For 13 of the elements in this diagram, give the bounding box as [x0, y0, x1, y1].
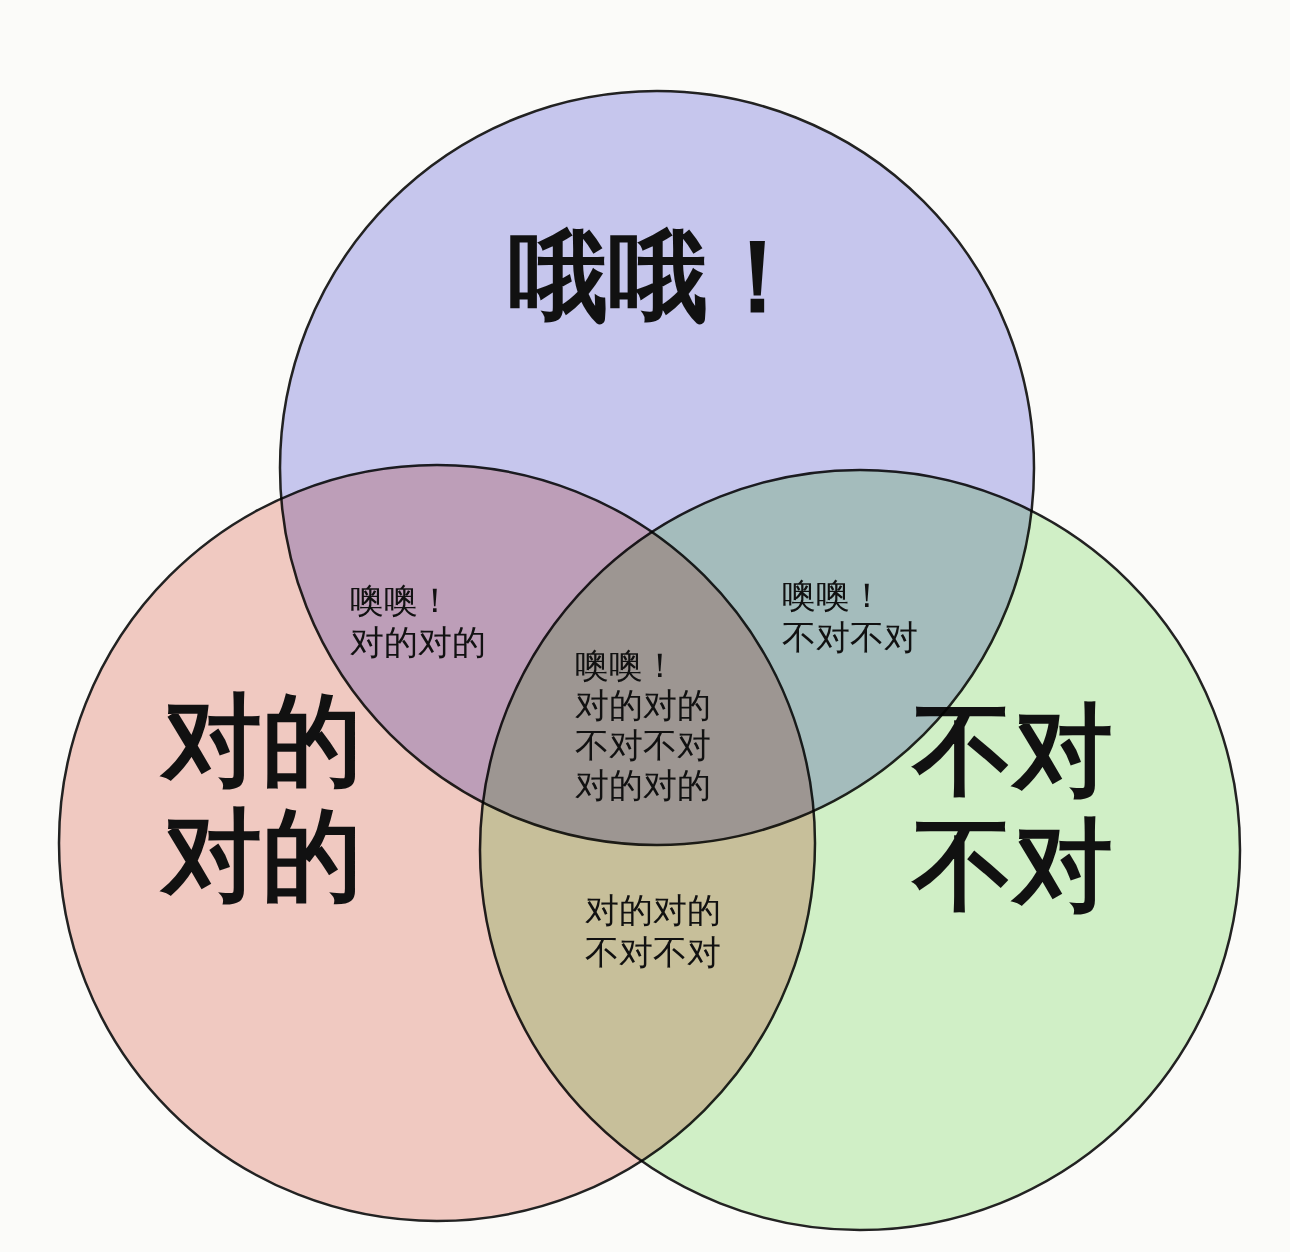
- circle-label: 对的对的: [159, 683, 363, 913]
- region-label: 噢噢！: [575, 648, 677, 684]
- region-label: 噢噢！: [350, 583, 452, 619]
- circle-label: 哦哦！: [507, 219, 809, 334]
- region-label: 噢噢！: [782, 578, 884, 614]
- region-label: 对的对的: [350, 625, 486, 661]
- region-label: 对的对的: [575, 688, 711, 724]
- region-label: 不对不对: [575, 728, 711, 764]
- region-label: 对的对的: [585, 893, 721, 929]
- region-label: 不对不对: [585, 935, 721, 971]
- region-label: 对的对的: [575, 768, 711, 804]
- circle-label: 不对不对: [910, 693, 1114, 923]
- region-label: 不对不对: [782, 620, 918, 656]
